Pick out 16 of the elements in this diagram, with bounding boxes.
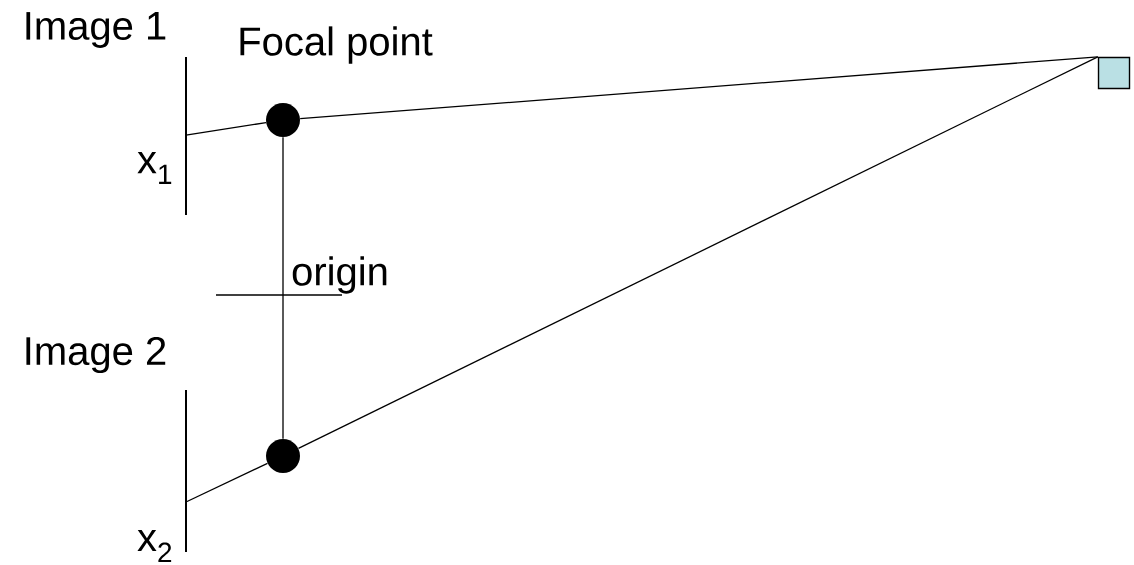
ray-line: [297, 56, 1099, 450]
image-plane-line: [185, 390, 187, 552]
ray-line: [282, 136, 284, 440]
image-plane-line: [185, 57, 187, 215]
text-label: x$_{2}$: [137, 529, 172, 563]
text-label: Image 2: [26, 336, 166, 374]
ray-line: [185, 121, 267, 136]
node-caption: Focal point: [240, 26, 433, 64]
focal-point-dot: [266, 103, 300, 137]
object-point-square: [1097, 56, 1131, 90]
ray-line: [185, 462, 269, 503]
ray-line: [299, 56, 1099, 120]
focal-point-dot: [266, 439, 300, 473]
text-label: x$_{1}$: [137, 152, 172, 184]
text-label: origin: [292, 256, 387, 294]
text-label: Image 1: [26, 12, 166, 48]
